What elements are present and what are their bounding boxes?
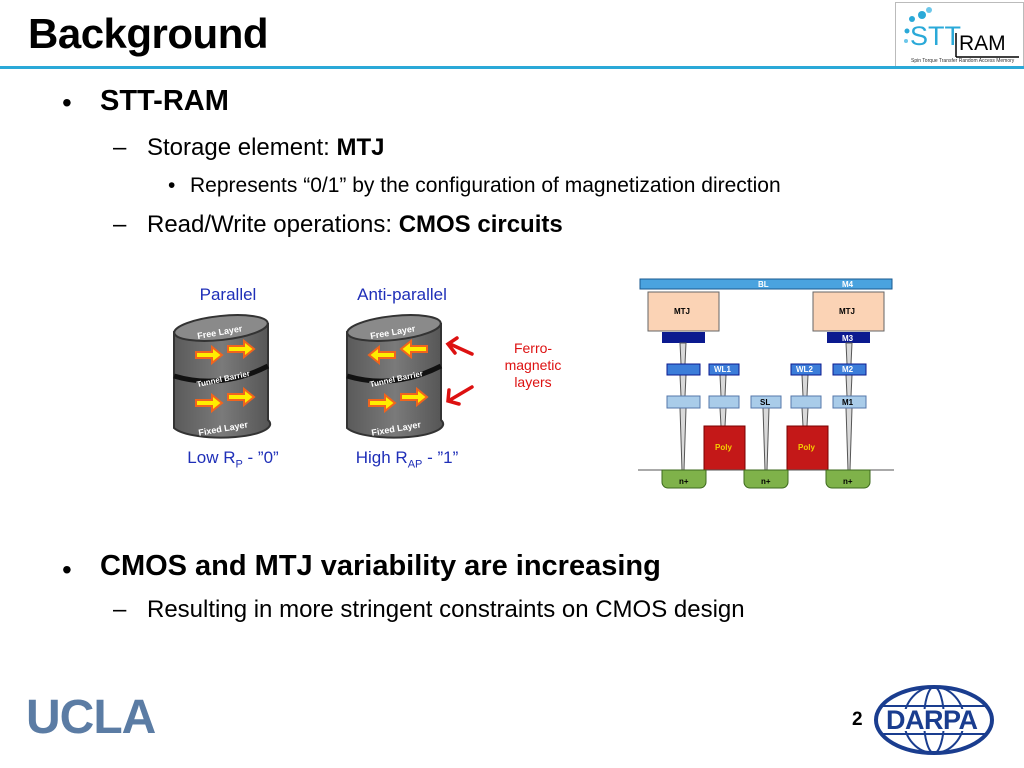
sttram-logo: STT RAM Spin Torque Transfer Random Acce…	[895, 2, 1024, 67]
ucla-logo: UCLA	[26, 691, 156, 744]
bl-label: BL	[758, 280, 769, 289]
magnetization-arrow-right-icon	[400, 386, 429, 408]
high-resistance-label: High RAP - ”1”	[340, 448, 474, 470]
dash-marker: –	[113, 596, 127, 623]
nplus-right-label: n+	[843, 477, 853, 486]
sttram-dots-icon	[904, 7, 1019, 58]
antiparallel-mtj-cylinder: Free Layer Tunnel Barrier Fixed Layer	[346, 314, 445, 439]
m1-label: M1	[842, 398, 854, 407]
m2-label: M2	[842, 365, 854, 374]
mtj-right-label: MTJ	[839, 307, 855, 316]
high-r-value: - ”1”	[422, 448, 459, 467]
cell-cross-section-diagram: BL M4 MTJ MTJ M3 WL1 WL2 M2 SL M1 Poly P…	[638, 278, 894, 489]
magnetization-arrow-left-icon	[367, 344, 396, 366]
m4-label: M4	[842, 280, 854, 289]
bullet-sttram: STT-RAM	[100, 85, 229, 117]
bullet-read-write: Read/Write operations: CMOS circuits	[147, 211, 563, 239]
darpa-globe-icon	[874, 685, 994, 755]
small-bullet-marker: •	[168, 174, 176, 197]
nplus-middle-label: n+	[761, 477, 771, 486]
ferro-line1: Ferro-	[513, 340, 553, 356]
magnetization-arrow-right-icon	[368, 392, 397, 414]
low-r-sub: P	[235, 458, 243, 471]
darpa-logo: DARPA	[872, 684, 996, 756]
bullet-storage-element: Storage element: MTJ	[147, 134, 384, 162]
bullet-marker: •	[62, 87, 72, 118]
read-write-text: Read/Write operations:	[147, 211, 399, 238]
low-r-value: - ”0”	[242, 448, 279, 467]
read-write-bold: CMOS circuits	[398, 211, 563, 238]
sttram-logo-tagline: Spin Torque Transfer Random Access Memor…	[911, 58, 1015, 64]
high-r-text: High R	[355, 448, 408, 467]
antiparallel-label: Anti-parallel	[357, 285, 447, 304]
ferro-line3: layers	[514, 374, 552, 390]
sttram-logo-prefix: STT	[910, 21, 961, 51]
magnetization-arrow-right-icon	[195, 392, 224, 414]
sl-label: SL	[760, 398, 770, 407]
dash-marker: –	[113, 134, 127, 161]
magnetization-arrow-right-icon	[227, 338, 256, 360]
mtj-left-label: MTJ	[674, 307, 690, 316]
magnetization-arrow-left-icon	[399, 338, 428, 360]
m3-label: M3	[842, 334, 854, 343]
slide-title: Background	[28, 10, 269, 57]
parallel-mtj-cylinder: Free Layer Tunnel Barrier Fixed Layer	[173, 314, 272, 439]
storage-element-text: Storage element:	[147, 134, 337, 161]
bullet-constraints: Resulting in more stringent constraints …	[147, 596, 745, 623]
nplus-left-label: n+	[679, 477, 689, 486]
page-number: 2	[852, 709, 863, 730]
ferromagnetic-layers-label: Ferro- magnetic layers	[492, 340, 574, 391]
wl2-label: WL2	[796, 365, 813, 374]
dash-marker: –	[113, 211, 127, 238]
magnetization-arrow-right-icon	[227, 386, 256, 408]
low-r-text: Low R	[187, 448, 236, 467]
storage-element-bold: MTJ	[336, 134, 385, 161]
parallel-label: Parallel	[199, 285, 257, 304]
bullet-represents: Represents “0/1” by the configuration of…	[190, 174, 781, 197]
poly-left-label: Poly	[715, 443, 732, 452]
low-resistance-label: Low RP - ”0”	[168, 448, 298, 470]
wl1-label: WL1	[714, 365, 731, 374]
pointer-arrow-icon	[445, 336, 474, 406]
bullet-variability: CMOS and MTJ variability are increasing	[100, 550, 661, 582]
sttram-logo-suffix: RAM	[959, 32, 1006, 55]
title-underline	[0, 66, 1024, 69]
magnetization-arrow-right-icon	[195, 344, 224, 366]
ferro-line2: magnetic	[504, 357, 562, 373]
mtj-diagram: Free Layer Tunnel Barrier Fixed Layer Fr…	[173, 314, 474, 439]
darpa-text: DARPA	[886, 705, 978, 735]
bullet-marker: •	[62, 554, 72, 585]
poly-right-label: Poly	[798, 443, 815, 452]
high-r-sub: AP	[407, 458, 423, 471]
